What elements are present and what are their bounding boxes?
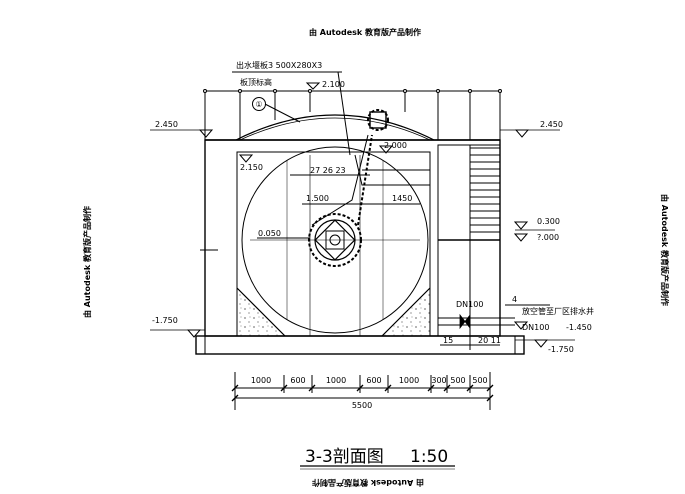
dim-segment-3: 1000 <box>326 376 346 385</box>
weir-plate-label: 出水堰板3 500X280X3 <box>236 60 322 70</box>
watermark-top: 由 Autodesk 教育版产品制作 <box>309 27 421 37</box>
drawing-scale: 1:50 <box>410 447 448 467</box>
watermark-right: 由 Autodesk 教育版产品制作 <box>660 194 670 306</box>
drain-note: 放空管至厂区排水井 <box>522 306 594 316</box>
elev-channel: 2.000 <box>384 141 407 150</box>
elev-pipe: -1.450 <box>566 323 592 332</box>
dim-segment-2: 600 <box>290 376 305 385</box>
drawing-title: 3-3剖面图 <box>305 447 384 467</box>
elev-top: 2.100 <box>322 80 345 89</box>
dim-total: 5500 <box>352 401 372 410</box>
elev-left-top: 2.450 <box>155 120 178 129</box>
elev-right-b: ?.000 <box>537 233 559 242</box>
dim-1450: 1450 <box>392 194 412 203</box>
item-1-marker: ① <box>255 100 262 109</box>
callout-15: 15 <box>443 336 453 345</box>
top-elevation-label: 板顶标高 <box>240 77 272 87</box>
elev-left-bottom: -1.750 <box>152 316 178 325</box>
dim-segment-8: 500 <box>472 376 487 385</box>
elev-right-top: 2.450 <box>540 120 563 129</box>
dim-segment-4: 600 <box>366 376 381 385</box>
callout-27-26-23: 27 26 23 <box>310 166 346 175</box>
elev-mid: 1.500 <box>306 194 329 203</box>
dim-segment-5: 1000 <box>399 376 419 385</box>
dim-segment-7: 500 <box>450 376 465 385</box>
dim-segment-1: 1000 <box>251 376 271 385</box>
watermark-left: 由 Autodesk 教育版产品制作 <box>82 206 92 318</box>
elev-right-bottom: -1.750 <box>548 345 574 354</box>
dn100-label-a: DN100 <box>456 300 483 309</box>
watermark-bottom: 由 Autodesk 教育版产品制作 <box>312 478 424 488</box>
structure <box>150 71 575 470</box>
dim-segment-6: 300 <box>431 376 446 385</box>
callout-4: 4 <box>512 295 517 304</box>
elev-water: 2.150 <box>240 163 263 172</box>
elev-inner: 0.050 <box>258 229 281 238</box>
elev-right-a: 0.300 <box>537 217 560 226</box>
callout-20-11: 20 11 <box>478 336 501 345</box>
dn100-label-b: DN100 <box>522 323 549 332</box>
